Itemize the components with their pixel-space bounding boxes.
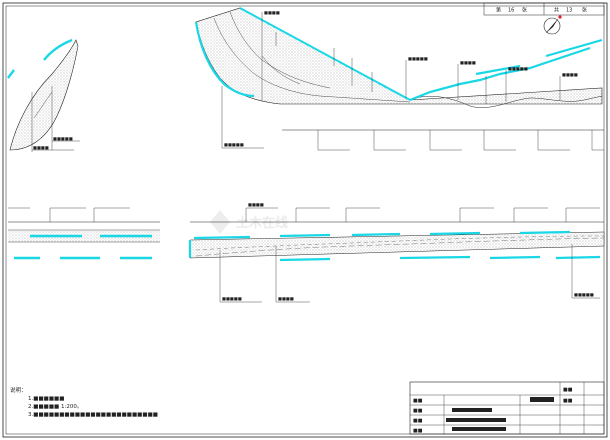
inner-frame — [5, 5, 605, 435]
page-unit: 张 — [522, 7, 527, 14]
title-cell-4: ■■ — [563, 387, 573, 393]
bottom-label-1: ■■■■ — [278, 296, 294, 301]
title-cell-1: ■■ — [413, 408, 423, 414]
notes-title: 说明： — [10, 386, 27, 394]
top-left-fragment: ■■■■■ ■■■■ — [7, 38, 80, 152]
bottom-left-strip — [8, 229, 160, 260]
notes-line-3: 3.■■■■■■■■■■■■■■■■■■■■■■■■ — [28, 412, 158, 418]
title-cell-3: ■■ — [413, 428, 423, 434]
title-cell-5: ■■ — [563, 398, 573, 404]
top-label-1: ■■■■ — [33, 145, 49, 150]
top-label-7: ■■■■ — [562, 72, 578, 77]
total-unit: 张 — [582, 7, 587, 14]
total-label: 共 — [554, 7, 559, 14]
sheet-index-box: 第 16 张 共 13 张 — [483, 2, 605, 16]
top-label-6: ■■■■■ — [508, 66, 528, 71]
page-label: 第 — [496, 7, 501, 14]
bottom-label-2: ■■■■■ — [574, 292, 594, 297]
top-baseline — [282, 129, 604, 151]
title-cell-0: ■■ — [413, 398, 423, 404]
total-number: 13 — [566, 8, 572, 14]
bottom-label-0: ■■■■■ — [222, 296, 242, 301]
top-label-5: ■■■■ — [460, 60, 476, 65]
top-label-4: ■■■■■ — [408, 56, 428, 61]
title-block: ■■ ■■ ■■ ■■ ■■ ■■ — [409, 381, 605, 435]
page-number: 16 — [508, 8, 514, 14]
top-main-section: ■■■■■ ■■■■ ■■■■■ ■■■■ ■■■■■ ■■■■ — [194, 7, 603, 149]
top-label-3: ■■■■ — [264, 10, 280, 15]
notes: 说明： 1.■■■■■■ 2.■■■■■ 1:200。 3.■■■■■■■■■■… — [10, 386, 158, 418]
notes-line-1: 1.■■■■■■ — [28, 396, 64, 402]
bottom-label-3: ■■■■ — [248, 202, 264, 207]
watermark: 土木在线 — [210, 210, 288, 234]
north-arrow-icon — [543, 15, 562, 35]
top-label-2: ■■■■■ — [224, 142, 244, 147]
svg-text:土木在线: 土木在线 — [236, 215, 288, 231]
notes-line-2: 2.■■■■■ 1:200。 — [28, 404, 82, 410]
title-cell-2: ■■ — [413, 418, 423, 424]
bottom-main-strip: ■■■■■ ■■■■ ■■■■■ ■■■■ — [188, 202, 605, 303]
bottom-marker-row — [8, 207, 604, 223]
top-label-0: ■■■■■ — [53, 136, 73, 141]
